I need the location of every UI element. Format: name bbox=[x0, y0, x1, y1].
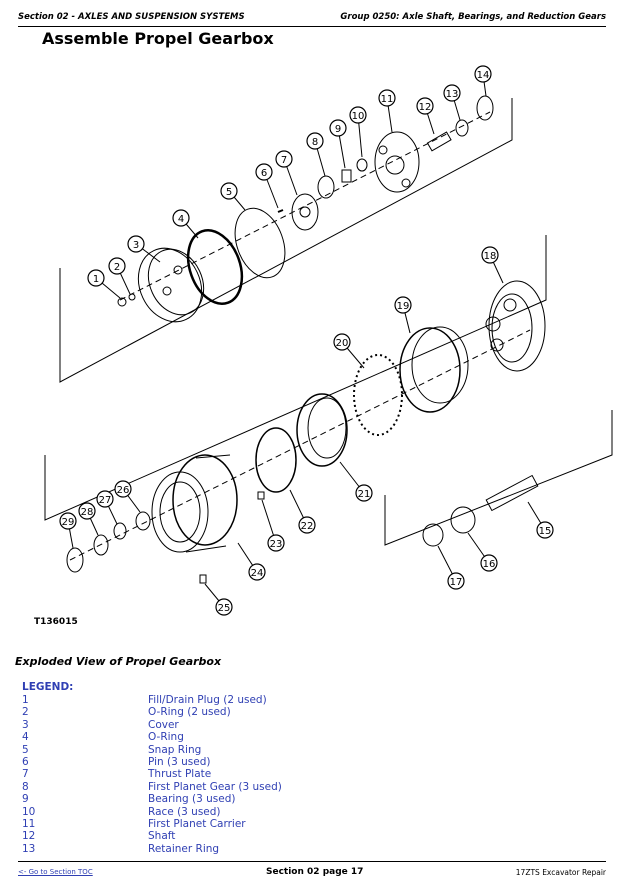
callout-18: 18 bbox=[484, 251, 497, 262]
callout-20: 20 bbox=[336, 338, 349, 349]
legend-item: 4 O-Ring bbox=[22, 731, 422, 743]
callout-2: 2 bbox=[114, 262, 120, 273]
legend-item: 2 O-Ring (2 used) bbox=[22, 706, 422, 718]
legend-description: Retainer Ring bbox=[148, 842, 220, 855]
legend-list: 1 Fill/Drain Plug (2 used) 2 O-Ring (2 use… bbox=[22, 694, 422, 855]
legend-number: 10 bbox=[22, 805, 36, 818]
legend-item: 12 Shaft bbox=[22, 830, 422, 842]
legend-description: Cover bbox=[148, 718, 179, 731]
legend-item: 8 First Planet Gear (3 used) bbox=[22, 781, 422, 793]
callout-13: 13 bbox=[446, 89, 459, 100]
legend-item: 11 First Planet Carrier bbox=[22, 818, 422, 830]
legend-number: 3 bbox=[22, 718, 29, 731]
part-callouts: 1 2 3 4 5 6 7 8 9 10 11 12 13 14 15 16 1… bbox=[59, 65, 554, 616]
callout-24: 24 bbox=[251, 568, 264, 579]
callout-10: 10 bbox=[352, 111, 365, 122]
legend-description: Race (3 used) bbox=[148, 805, 221, 818]
callout-21: 21 bbox=[358, 489, 371, 500]
callout-27: 27 bbox=[99, 495, 112, 506]
group-label: Group 0250: Axle Shaft, Bearings, and Re… bbox=[340, 12, 606, 22]
callout-11: 11 bbox=[381, 94, 394, 105]
legend-number: 5 bbox=[22, 743, 29, 756]
callout-14: 14 bbox=[477, 70, 490, 81]
legend-number: 8 bbox=[22, 780, 29, 793]
legend-item: 3 Cover bbox=[22, 719, 422, 731]
legend-item: 7 Thrust Plate bbox=[22, 768, 422, 780]
callout-23: 23 bbox=[270, 539, 283, 550]
legend-description: First Planet Carrier bbox=[148, 817, 246, 830]
callout-19: 19 bbox=[397, 301, 410, 312]
legend-item: 5 Snap Ring bbox=[22, 744, 422, 756]
legend-description: Fill/Drain Plug (2 used) bbox=[148, 694, 267, 706]
legend-item: 9 Bearing (3 used) bbox=[22, 793, 422, 805]
legend-item: 10 Race (3 used) bbox=[22, 806, 422, 818]
callout-26: 26 bbox=[117, 485, 130, 496]
page-number: Section 02 page 17 bbox=[266, 867, 364, 877]
legend-description: Bearing (3 used) bbox=[148, 793, 236, 806]
figure-caption: Exploded View of Propel Gearbox bbox=[15, 655, 222, 668]
legend-number: 12 bbox=[22, 830, 36, 843]
page-title: Assemble Propel Gearbox bbox=[42, 29, 274, 48]
legend-number: 6 bbox=[22, 755, 29, 768]
callout-12: 12 bbox=[419, 102, 432, 113]
legend-number: 2 bbox=[22, 706, 29, 719]
callout-16: 16 bbox=[483, 559, 496, 570]
legend-item: 1 Fill/Drain Plug (2 used) bbox=[22, 694, 422, 706]
legend-heading: LEGEND: bbox=[22, 681, 74, 693]
callout-28: 28 bbox=[81, 507, 94, 518]
callout-15: 15 bbox=[539, 526, 552, 537]
callout-1: 1 bbox=[93, 274, 99, 285]
legend-description: Shaft bbox=[148, 830, 176, 843]
legend-number: 9 bbox=[22, 793, 29, 806]
legend-item: 13 Retainer Ring bbox=[22, 843, 422, 855]
legend-description: Snap Ring bbox=[148, 743, 202, 756]
legend-number: 4 bbox=[22, 731, 29, 744]
legend-number: 1 bbox=[22, 694, 29, 706]
callout-29: 29 bbox=[62, 517, 75, 528]
legend-number: 13 bbox=[22, 842, 36, 855]
section-label: Section 02 - AXLES AND SUSPENSION SYSTEM… bbox=[18, 12, 245, 22]
callout-22: 22 bbox=[301, 521, 314, 532]
legend-number: 11 bbox=[22, 817, 36, 830]
legend-item: 6 Pin (3 used) bbox=[22, 756, 422, 768]
legend-description: Thrust Plate bbox=[148, 768, 212, 781]
toc-link[interactable]: <- Go to Section TOC bbox=[18, 868, 93, 876]
exploded-view-diagram: 1 2 3 4 5 6 7 8 9 10 11 12 13 14 15 16 1… bbox=[44, 65, 613, 616]
upper-frame bbox=[59, 98, 513, 383]
callout-17: 17 bbox=[450, 577, 463, 588]
callout-5: 5 bbox=[226, 187, 232, 198]
callout-8: 8 bbox=[312, 137, 318, 148]
product-name: 17ZTS Excavator Repair bbox=[515, 868, 606, 877]
legend-number: 7 bbox=[22, 768, 29, 781]
legend-description: Pin (3 used) bbox=[148, 755, 211, 768]
figure-id: T136015 bbox=[34, 617, 78, 627]
callout-6: 6 bbox=[261, 168, 267, 179]
page-header: Section 02 - AXLES AND SUSPENSION SYSTEM… bbox=[18, 10, 606, 27]
lower-frame bbox=[44, 235, 547, 521]
legend-description: O-Ring bbox=[148, 731, 184, 744]
legend-description: O-Ring (2 used) bbox=[148, 706, 231, 719]
callout-25: 25 bbox=[218, 603, 231, 614]
callout-7: 7 bbox=[281, 155, 287, 166]
legend-description: First Planet Gear (3 used) bbox=[148, 780, 282, 793]
callout-3: 3 bbox=[133, 240, 139, 251]
callout-4: 4 bbox=[178, 214, 184, 225]
callout-9: 9 bbox=[335, 124, 341, 135]
page-footer: <- Go to Section TOC Section 02 page 17 … bbox=[18, 861, 606, 884]
shaft-frame bbox=[384, 410, 613, 546]
